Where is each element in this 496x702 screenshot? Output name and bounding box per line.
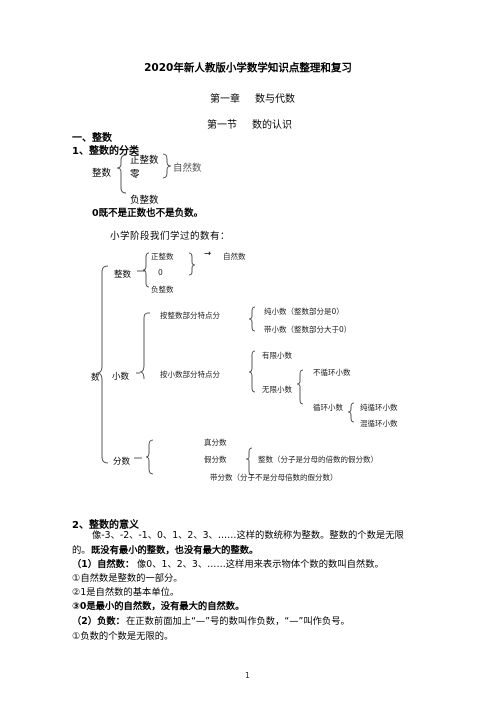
- tree-root-number: 数: [91, 373, 100, 383]
- section-name: 数的认识: [252, 120, 292, 131]
- tree-pure-repeating-decimal: 纯循环小数: [360, 403, 398, 412]
- class-negative-integer: 负整数: [130, 195, 159, 206]
- negative-number-label: （2）负数：: [72, 616, 125, 627]
- learned-numbers-title: 小学阶段我们学过的数有：: [110, 231, 231, 242]
- part-heading: 一、整数: [72, 133, 112, 144]
- tree-mixed-repeating-decimal: 混循环小数: [360, 419, 398, 428]
- subheading-classification: 1、整数的分类: [72, 146, 139, 157]
- tree-arrow-natural: →: [204, 249, 212, 259]
- page-number: 1: [245, 671, 250, 680]
- tree-improper-fraction: 假分数: [204, 455, 227, 464]
- natural-number-label: （1）自然数：: [72, 559, 135, 570]
- section-number: 第一节: [207, 120, 237, 131]
- tree-repeating-decimal: 循环小数: [313, 403, 343, 412]
- tree-natural-number: 自然数: [223, 252, 246, 261]
- natural-number-point-2: ②1是自然数的基本单位。: [72, 587, 180, 598]
- zero-note: 0既不是正数也不是负数。: [92, 208, 204, 219]
- natural-number-point-1: ①自然数是整数的一部分。: [72, 573, 183, 584]
- tree-mixed-decimal: 带小数（整数部分大于0）: [264, 325, 352, 334]
- paragraph-integer-def: 像-3、-2、-1、0、1、2、3、……这样的数统称为整数。整数的个数是无限: [92, 530, 404, 541]
- class-root-integer: 整数: [92, 168, 112, 179]
- subheading-meaning: 2、整数的意义: [72, 520, 139, 531]
- tree-pure-decimal: 纯小数（整数部分是0）: [264, 307, 344, 316]
- tree-integer-fraction: 整数（分子是分母的倍数的假分数）: [258, 455, 378, 464]
- tree-mixed-number: 带分数（分子不是分母倍数的假分数）: [210, 473, 338, 482]
- tree-proper-fraction: 真分数: [204, 438, 227, 447]
- negative-number-def: 在正数前面加上“—”号的数叫作负数，“—”叫作负号。: [126, 616, 350, 627]
- tree-infinite-decimal: 无限小数: [262, 385, 292, 394]
- tree-positive-integer: 正整数: [151, 252, 174, 261]
- tree-decimal: 小数: [112, 372, 130, 382]
- tree-finite-decimal: 有限小数: [262, 351, 292, 360]
- tree-zero: 0: [158, 268, 163, 277]
- natural-number-point-3: ③0是最小的自然数，没有最大的自然数。: [72, 601, 245, 612]
- chapter-number: 第一章: [210, 94, 240, 105]
- document-title: 2020年新人教版小学数学知识点整理和复习: [144, 62, 352, 74]
- class-natural-number: 自然数: [173, 163, 202, 174]
- class-zero: 零: [130, 169, 140, 180]
- class-positive-integer: 正整数: [130, 155, 159, 166]
- negative-number-point-1: ①负数的个数是无限的。: [72, 631, 174, 642]
- chapter-name: 数与代数: [255, 94, 295, 105]
- tree-by-fraction-part: 按小数部分特点分: [160, 370, 220, 379]
- tree-by-integer-part: 按整数部分特点分: [160, 311, 220, 320]
- paragraph-no-min-max: 既没有最小的整数，也没有最大的整数。: [91, 545, 259, 556]
- paragraph-integer-def-cont: 的。: [72, 545, 91, 556]
- tree-fraction: 分数: [113, 457, 131, 467]
- tree-nonrepeating-decimal: 不循环小数: [313, 368, 351, 377]
- tree-negative-integer: 负整数: [151, 285, 174, 294]
- natural-number-def: 像0、1、2、3、……这样用来表示物体个数的数叫自然数。: [137, 559, 384, 570]
- tree-integer: 整数: [114, 270, 132, 280]
